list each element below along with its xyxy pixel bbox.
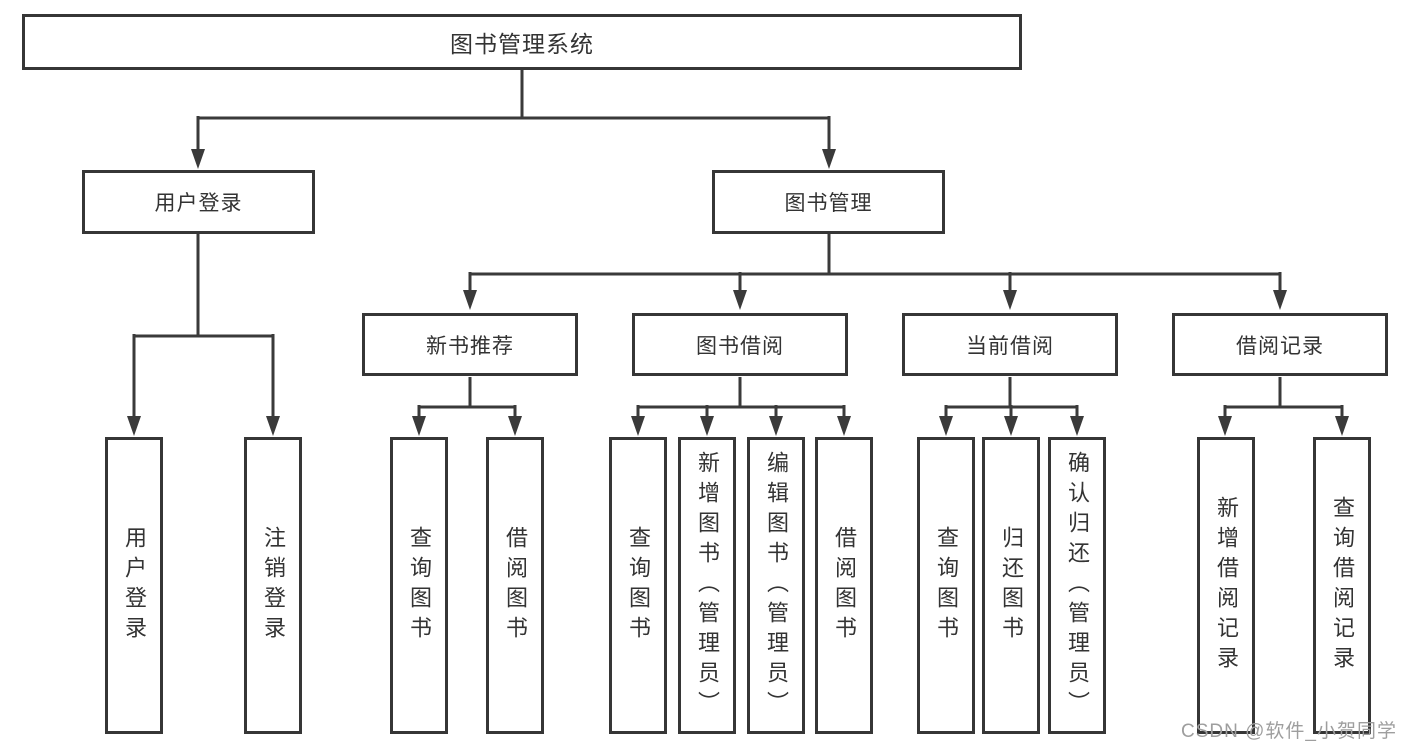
node-book-mgmt-label: 图书管理 <box>784 192 873 215</box>
node-borrowing-label: 图书借阅 <box>696 334 784 358</box>
leaf-borrowing-borrow-label: 借阅图书 <box>832 525 857 646</box>
node-records: 借阅记录 <box>1172 313 1388 376</box>
arrow-down-icon <box>266 416 280 436</box>
arrow-down-icon <box>1218 416 1232 436</box>
arrow-down-icon <box>822 149 836 169</box>
leaf-borrowing-query: 查询图书 <box>609 437 667 734</box>
arrow-down-icon <box>1070 416 1084 436</box>
arrowheads <box>127 149 1349 436</box>
connector-records <box>1223 377 1344 420</box>
arrow-down-icon <box>733 290 747 310</box>
leaf-newbook-borrow-label: 借阅图书 <box>503 525 528 646</box>
leaf-records-query-label: 查询借阅记录 <box>1330 495 1355 676</box>
leaf-borrowing-add-label: 新增图书（管理员） <box>695 450 720 721</box>
leaf-current-return: 归还图书 <box>982 437 1040 734</box>
arrow-down-icon <box>127 416 141 436</box>
leaf-borrowing-edit: 编辑图书（管理员） <box>747 437 805 734</box>
leaf-current-query-label: 查询图书 <box>934 525 959 646</box>
connector-current <box>944 377 1079 420</box>
leaf-records-add-label: 新增借阅记录 <box>1214 495 1239 676</box>
leaf-user-login: 用户登录 <box>105 437 163 734</box>
arrow-down-icon <box>1273 290 1287 310</box>
arrow-down-icon <box>631 416 645 436</box>
arrow-down-icon <box>412 416 426 436</box>
arrow-down-icon <box>463 290 477 310</box>
node-new-book: 新书推荐 <box>362 313 578 376</box>
arrow-down-icon <box>191 149 205 169</box>
leaf-borrowing-borrow: 借阅图书 <box>815 437 873 734</box>
leaf-borrowing-edit-label: 编辑图书（管理员） <box>764 450 789 721</box>
arrow-down-icon <box>939 416 953 436</box>
leaf-borrowing-add: 新增图书（管理员） <box>678 437 736 734</box>
leaf-logout: 注销登录 <box>244 437 302 734</box>
csdn-watermark: CSDN @软件_小贺同学 <box>1181 721 1397 742</box>
leaf-current-return-label: 归还图书 <box>999 525 1024 646</box>
node-current: 当前借阅 <box>902 313 1118 376</box>
arrow-down-icon <box>1003 290 1017 310</box>
connector-borrowing <box>636 377 846 420</box>
leaf-records-query: 查询借阅记录 <box>1313 437 1371 734</box>
connector-new-book <box>417 377 517 420</box>
leaf-current-query: 查询图书 <box>917 437 975 734</box>
node-book-mgmt: 图书管理 <box>712 170 945 234</box>
leaf-newbook-query: 查询图书 <box>390 437 448 734</box>
arrow-down-icon <box>769 416 783 436</box>
leaf-borrowing-query-label: 查询图书 <box>626 525 651 646</box>
node-root-label: 图书管理系统 <box>450 31 594 57</box>
node-user-login-label: 用户登录 <box>154 192 243 215</box>
leaf-current-confirm: 确认归还（管理员） <box>1048 437 1106 734</box>
arrow-down-icon <box>700 416 714 436</box>
arrow-down-icon <box>508 416 522 436</box>
node-new-book-label: 新书推荐 <box>426 334 514 358</box>
arrow-down-icon <box>1004 416 1018 436</box>
connector-book-mgmt <box>468 234 1282 294</box>
node-records-label: 借阅记录 <box>1236 334 1324 358</box>
leaf-records-add: 新增借阅记录 <box>1197 437 1255 734</box>
node-current-label: 当前借阅 <box>966 334 1054 358</box>
leaf-current-confirm-label: 确认归还（管理员） <box>1065 450 1090 721</box>
arrow-down-icon <box>1335 416 1349 436</box>
connector-user-login <box>132 234 275 420</box>
arrow-down-icon <box>837 416 851 436</box>
connector-root <box>196 69 831 153</box>
leaf-logout-label: 注销登录 <box>261 525 286 646</box>
node-user-login: 用户登录 <box>82 170 315 234</box>
leaf-newbook-query-label: 查询图书 <box>407 525 432 646</box>
leaf-user-login-label: 用户登录 <box>122 525 147 646</box>
leaf-newbook-borrow: 借阅图书 <box>486 437 544 734</box>
node-root: 图书管理系统 <box>22 14 1022 70</box>
node-borrowing: 图书借阅 <box>632 313 848 376</box>
